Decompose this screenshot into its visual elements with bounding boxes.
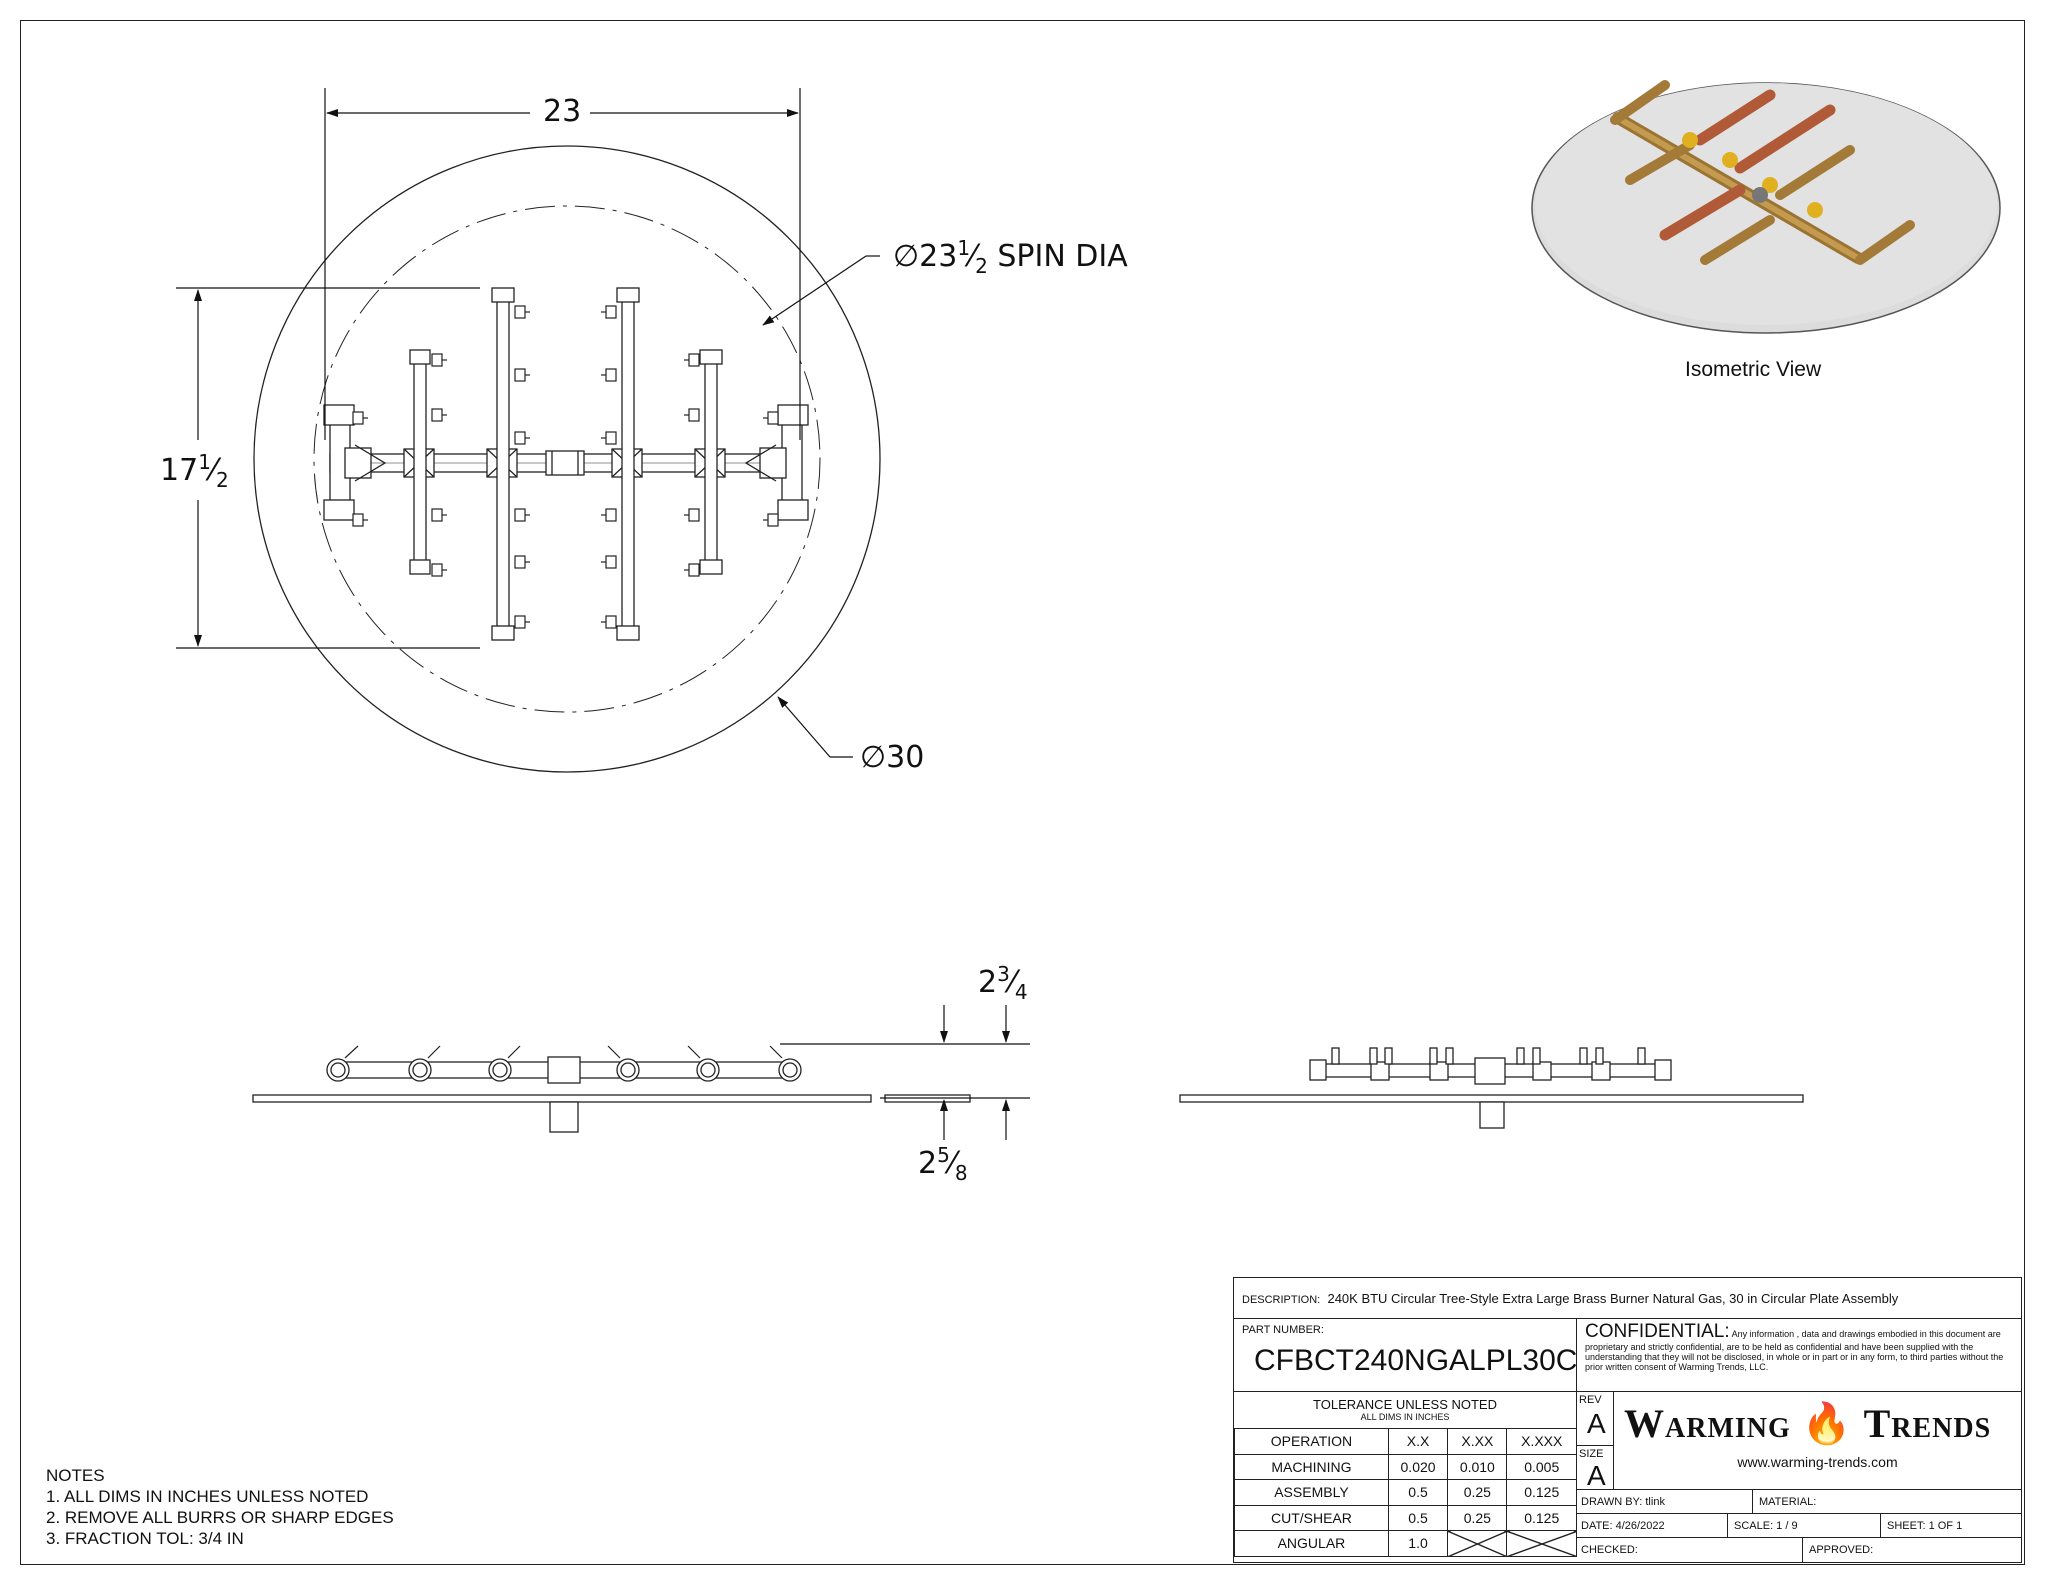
tolerance-header: TOLERANCE UNLESS NOTED ALL DIMS IN INCHE… [1234, 1392, 1577, 1428]
confidential-cell: CONFIDENTIAL: Any information , data and… [1577, 1318, 2021, 1392]
height-dimension-den: 2 [215, 468, 229, 492]
height-dimension-whole: 17 [160, 453, 199, 488]
approved: APPROVED: [1809, 1544, 1874, 1556]
company-logo: Warming 🔥 Trends [1624, 1400, 1991, 1447]
confidential-title: CONFIDENTIAL: [1585, 1321, 1730, 1342]
part-number-label: PART NUMBER: [1242, 1324, 1324, 1336]
front-view [252, 1045, 971, 1133]
description-label: DESCRIPTION: [1242, 1294, 1321, 1306]
note-item: 3. FRACTION TOL: 3/4 IN [46, 1529, 244, 1548]
table-row: ASSEMBLY 0.5 0.25 0.125 [1234, 1479, 1577, 1506]
spin-dia-label: ∅23 [893, 239, 958, 274]
table-cell: 0.5 [1387, 1479, 1449, 1506]
width-dimension: 23 [543, 94, 582, 129]
inlet-depth-whole: 2 [918, 1146, 938, 1181]
table-cell: CUT/SHEAR [1234, 1504, 1389, 1531]
checked: CHECKED: [1577, 1538, 1803, 1562]
material: MATERIAL: [1753, 1490, 2021, 1514]
table-cell: MACHINING [1234, 1453, 1389, 1480]
burner-height-whole: 2 [978, 965, 998, 1000]
table-cell: 0.020 [1387, 1453, 1449, 1480]
table-cell: 0.25 [1447, 1479, 1508, 1506]
spin-dia-dimension: ∅231⁄2 SPIN DIA [893, 236, 1128, 278]
inlet-depth-dimension: 25⁄8 [918, 1143, 968, 1185]
table-row: CUT/SHEAR 0.5 0.25 0.125 [1234, 1504, 1577, 1531]
website: www.warming-trends.com [1737, 1454, 1898, 1470]
scale: SCALE: 1 / 9 [1728, 1514, 1881, 1538]
rev-value: A [1587, 1408, 1606, 1439]
date: DATE: 4/26/2022 [1577, 1514, 1728, 1538]
table-cell: 1.0 [1387, 1530, 1449, 1557]
table-row: MACHINING 0.020 0.010 0.005 [1234, 1453, 1577, 1480]
isometric-caption: Isometric View [1685, 358, 1822, 381]
note-item: 1. ALL DIMS IN INCHES UNLESS NOTED [46, 1487, 369, 1506]
tolerance-subtitle: ALL DIMS IN INCHES [1360, 1412, 1450, 1422]
flame-icon: 🔥 [1801, 1401, 1853, 1446]
part-number-cell: PART NUMBER: CFBCT240NGALPL30C [1234, 1318, 1577, 1392]
size-value: A [1587, 1460, 1606, 1491]
table-cell: 0.5 [1387, 1504, 1449, 1531]
size-cell: SIZE A [1577, 1446, 1614, 1491]
side-view [1179, 1047, 1804, 1129]
drawn-by: DRAWN BY: tlink [1577, 1490, 1753, 1514]
part-number: CFBCT240NGALPL30C [1254, 1344, 1578, 1377]
tolerance-table: OPERATION X.X X.XX X.XXX MACHINING 0.020… [1234, 1428, 1577, 1557]
tolerance-col-header: X.XXX [1506, 1428, 1577, 1455]
note-item: 2. REMOVE ALL BURRS OR SHARP EDGES [46, 1508, 394, 1527]
burner-height-dimension: 23⁄4 [978, 962, 1028, 1004]
table-cell: ANGULAR [1234, 1530, 1389, 1557]
inlet-depth-den: 8 [954, 1161, 968, 1185]
spin-diameter-circle [313, 205, 821, 713]
notes: NOTES 1. ALL DIMS IN INCHES UNLESS NOTED… [46, 1465, 394, 1549]
top-view-dimensions [176, 88, 880, 758]
spin-dia-num: 1 [957, 236, 971, 260]
table-cell: 0.010 [1447, 1453, 1508, 1480]
description-row: DESCRIPTION: 240K BTU Circular Tree-Styl… [1234, 1278, 2021, 1319]
logo-text-1: Warming [1624, 1401, 1791, 1446]
logo-text-2: Trends [1863, 1401, 1992, 1446]
height-dimension: 171⁄2 [160, 450, 229, 492]
title-block: DESCRIPTION: 240K BTU Circular Tree-Styl… [1233, 1277, 2022, 1563]
tolerance-header-row: OPERATION X.X X.XX X.XXX [1234, 1428, 1577, 1455]
burner-height-num: 3 [997, 962, 1010, 986]
description-value: 240K BTU Circular Tree-Style Extra Large… [1327, 1291, 1899, 1306]
logo-cell: Warming 🔥 Trends www.warming-trends.com [1614, 1392, 2021, 1490]
size-label: SIZE [1579, 1448, 1604, 1460]
table-cell: ASSEMBLY [1234, 1479, 1389, 1506]
crossed-cell [1447, 1530, 1508, 1557]
crossed-cell [1506, 1530, 1577, 1557]
tolerance-title: TOLERANCE UNLESS NOTED [1313, 1397, 1497, 1412]
burner-height-den: 4 [1014, 980, 1028, 1004]
rev-label: REV [1579, 1394, 1602, 1406]
spin-dia-den: 2 [975, 254, 988, 278]
notes-title: NOTES [46, 1466, 105, 1485]
drawing-border [20, 20, 2025, 1565]
table-cell: 0.005 [1506, 1453, 1577, 1480]
table-row: ANGULAR 1.0 [1234, 1530, 1577, 1557]
sheet: SHEET: 1 OF 1 [1881, 1514, 2021, 1538]
tolerance-col-header: OPERATION [1234, 1428, 1389, 1455]
plate-outline [253, 145, 881, 773]
confidential-notice: CONFIDENTIAL: Any information , data and… [1585, 1321, 2013, 1373]
front-view-dimensions [780, 1005, 1030, 1140]
plate-dia-dimension: ∅30 [860, 740, 925, 775]
table-cell: 0.125 [1506, 1479, 1577, 1506]
tolerance-col-header: X.X [1387, 1428, 1449, 1455]
table-cell: 0.25 [1447, 1504, 1508, 1531]
tolerance-col-header: X.XX [1447, 1428, 1508, 1455]
isometric-view [1531, 80, 2001, 334]
confidential-text: Any information , data and drawings embo… [1585, 1329, 2004, 1372]
rev-cell: REV A [1577, 1392, 1614, 1446]
height-dimension-num: 1 [198, 450, 211, 474]
top-view [253, 145, 881, 773]
table-cell: 0.125 [1506, 1504, 1577, 1531]
description-text: DESCRIPTION: 240K BTU Circular Tree-Styl… [1242, 1291, 1898, 1306]
inlet-depth-num: 5 [937, 1143, 950, 1167]
spin-dia-suffix: SPIN DIA [987, 239, 1128, 274]
